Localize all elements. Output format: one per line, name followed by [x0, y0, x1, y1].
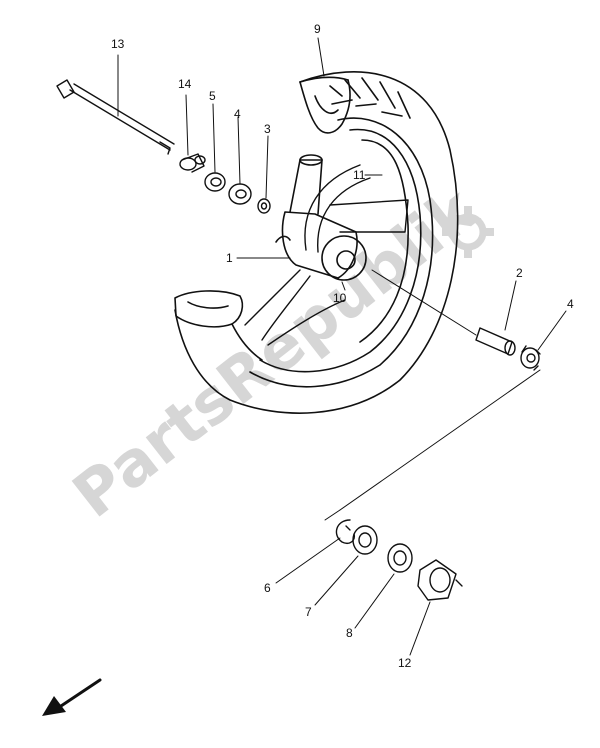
label-part-3: 3 — [264, 122, 271, 136]
label-part-8: 8 — [346, 626, 353, 640]
label-part-5: 5 — [209, 89, 216, 103]
label-part-4-upper: 4 — [234, 107, 241, 121]
axle — [56, 79, 175, 155]
gear-icon — [442, 206, 494, 258]
spacer-flange — [257, 198, 271, 214]
label-part-6: 6 — [264, 581, 271, 595]
label-part-2: 2 — [516, 266, 523, 280]
bearing-lower — [520, 345, 541, 371]
bearing-8 — [387, 543, 413, 573]
wheel-hub — [275, 154, 367, 281]
label-part-13: 13 — [111, 37, 125, 51]
part-labels: 13 14 5 4 3 9 11 1 10 2 4 6 7 8 12 — [111, 22, 574, 670]
label-part-12: 12 — [398, 656, 412, 670]
collar — [179, 153, 206, 173]
bearing-upper — [228, 183, 252, 205]
label-part-9: 9 — [314, 22, 321, 36]
label-part-11: 11 — [353, 168, 366, 182]
label-part-10: 10 — [333, 291, 347, 305]
front-arrow-icon — [42, 678, 102, 716]
label-part-14: 14 — [178, 77, 192, 91]
oil-seal-lower — [352, 525, 378, 555]
watermark: PartsRepublik — [59, 172, 494, 532]
label-part-1: 1 — [226, 251, 233, 265]
meter-clutch — [417, 559, 463, 601]
label-part-4-lower: 4 — [567, 297, 574, 311]
spacer — [475, 327, 516, 356]
wheel-rim — [174, 71, 459, 414]
label-part-7: 7 — [305, 605, 312, 619]
wheel-spokes — [244, 164, 409, 346]
watermark-text: PartsRepublik — [59, 172, 491, 532]
oil-seal — [204, 172, 226, 192]
leader-lines — [117, 37, 567, 656]
circlip — [335, 519, 356, 544]
